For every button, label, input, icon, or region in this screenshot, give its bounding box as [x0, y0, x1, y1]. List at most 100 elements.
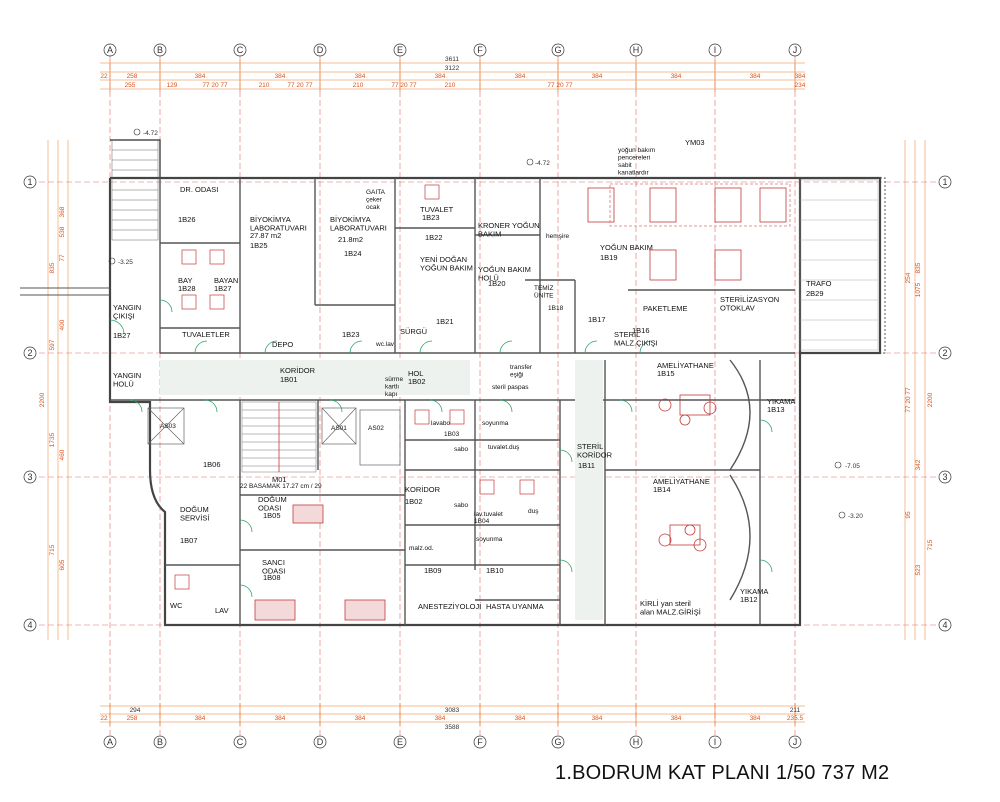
- room-label-m01-note: 22 BASAMAK 17.27 cm / 29: [240, 483, 322, 490]
- room-label-b24: 1B24: [344, 249, 362, 258]
- room-label-b20: 1B20: [488, 279, 506, 288]
- dimension-text: 384: [195, 715, 206, 722]
- dimension-text: 77: [59, 254, 66, 262]
- grid-column-label: I: [714, 45, 717, 55]
- elevators: [147, 407, 401, 466]
- room-label-tuvalet: TUVALET: [420, 205, 454, 214]
- grid-column-label: J: [793, 737, 798, 747]
- dimension-text: 400: [59, 319, 66, 330]
- grid-row-label: 2: [942, 348, 947, 358]
- dimension-text: 342: [915, 459, 922, 470]
- dimension-text: 384: [355, 73, 366, 80]
- room-label-b27: 1B27: [113, 331, 131, 340]
- room-label-lav-tuvalet: lav.tuvalet: [474, 511, 503, 518]
- doors: [109, 299, 773, 598]
- dimension-text: 210: [445, 82, 456, 89]
- grid-row-label: 4: [942, 620, 947, 630]
- dimension-text: 255: [125, 82, 136, 89]
- main-stair: [241, 401, 317, 473]
- room-label-b09: 1B09: [424, 566, 442, 575]
- grid-column-label: G: [554, 45, 561, 55]
- or-equipment: [658, 394, 717, 552]
- room-label-b14: 1B14: [653, 485, 671, 494]
- room-label-ameliyat2: AMELİYATHANE: [653, 477, 710, 486]
- room-label-b23b: 1B23: [342, 330, 360, 339]
- room-label-b02b: 1B02: [405, 497, 423, 506]
- room-label-yikama1: YIKAMA: [767, 397, 795, 406]
- room-label-yogun-bakim: YOĞUN BAKIM: [600, 243, 653, 252]
- room-label-wc: WC: [170, 601, 183, 610]
- room-label-koridor2: KORİDOR: [405, 485, 441, 494]
- room-label-b04: 1B04: [474, 518, 490, 525]
- grid-column-label: J: [793, 45, 798, 55]
- room-label-b01: 1B01: [280, 375, 298, 384]
- room-label-tuvaletler: TUVALETLER: [182, 330, 230, 339]
- room-label-b15: 1B15: [657, 369, 675, 378]
- level-text: -7.05: [845, 463, 860, 470]
- dimension-text: 258: [127, 73, 138, 80]
- room-label-b28: 1B28: [178, 284, 196, 293]
- room-label-depo: DEPO: [272, 340, 293, 349]
- dimension-text: 384: [671, 73, 682, 80]
- dimension-total: 3611: [445, 56, 459, 63]
- room-label-tuvalet-dus: tuvalet.duş: [488, 444, 520, 451]
- exit-stair: [111, 139, 159, 241]
- level-text: -4.72: [535, 160, 550, 167]
- dimension-total: 3588: [445, 724, 460, 731]
- grid-column-label: E: [397, 737, 403, 747]
- room-label-bay: BAY: [178, 276, 192, 285]
- grid-column-label: D: [317, 737, 324, 747]
- dimension-text: 368: [59, 206, 66, 217]
- room-label-biyo1-area: 27.87 m2: [250, 231, 281, 240]
- dimension-text: 384: [795, 73, 806, 80]
- grid-column-label: C: [237, 45, 244, 55]
- dimension-text: 384: [515, 73, 526, 80]
- sanitary-fixtures: [174, 184, 535, 590]
- dimension-text: 211: [790, 707, 801, 714]
- corridor-floor: [160, 360, 603, 620]
- dimension-text: 1735: [49, 432, 56, 447]
- grid-column-label: B: [157, 737, 163, 747]
- room-label-b17: 1B17: [588, 315, 606, 324]
- dimension-text: 22: [100, 715, 108, 722]
- dimension-text: 460: [59, 449, 66, 460]
- grid-column-label: C: [237, 737, 244, 747]
- grid-column-label: D: [317, 45, 324, 55]
- interior-walls: [110, 178, 795, 625]
- room-label-hol: HOL: [408, 369, 423, 378]
- room-label-as01: AS01: [331, 425, 347, 432]
- room-label-as03: AS03: [160, 423, 176, 430]
- dimension-text: 384: [275, 73, 286, 80]
- level-texts: -4.72-3.25-4.72-7.05-3.20: [118, 130, 863, 520]
- dimension-text: 835: [915, 262, 922, 273]
- grid-column-label: F: [477, 737, 483, 747]
- dimension-text: 597: [49, 339, 56, 350]
- dimension-text: 210: [353, 82, 364, 89]
- grid-column-label: H: [633, 45, 640, 55]
- dimension-text: 77 20 77: [905, 387, 912, 413]
- grid-row-label: 1: [942, 177, 947, 187]
- site-lines: [20, 177, 886, 354]
- dimension-ticks: [109, 60, 796, 725]
- dimension-text: 835: [49, 262, 56, 273]
